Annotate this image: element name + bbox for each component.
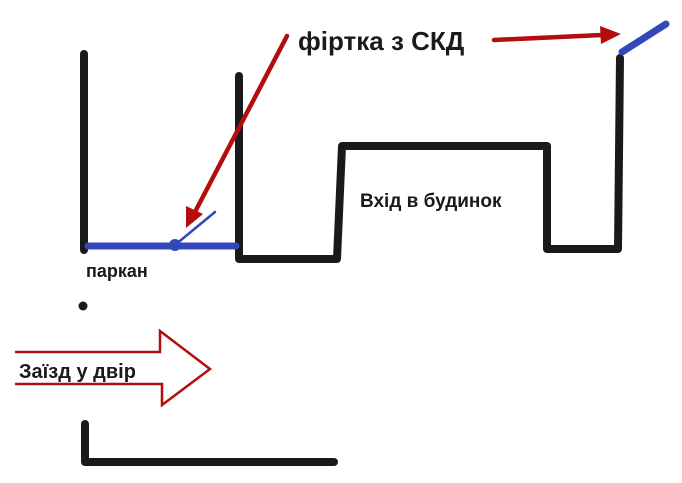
corner-gate-line xyxy=(618,20,670,56)
house-entrance-label: Вхід в будинок xyxy=(360,191,502,212)
bottom-wall-line xyxy=(81,420,338,466)
arrow-to-corner-gate-shaft xyxy=(491,32,605,43)
driveway-arrow-icon xyxy=(15,328,213,408)
house-outline xyxy=(235,54,624,263)
arrow-to-corner-gate-head xyxy=(600,26,621,44)
open-gate-leaf xyxy=(173,210,217,247)
walls xyxy=(80,50,624,466)
arrow-to-fence-gate-head xyxy=(186,206,203,228)
annotation-arrows xyxy=(15,26,621,408)
fence-label: паркан xyxy=(86,261,148,281)
gate-label: фіртка з СКД xyxy=(298,26,465,56)
driveway-label: Заїзд у двір xyxy=(19,361,136,383)
fence-gate xyxy=(84,20,670,251)
arrow-to-fence-gate-shaft xyxy=(193,33,290,213)
gate-post-dot xyxy=(78,301,88,311)
